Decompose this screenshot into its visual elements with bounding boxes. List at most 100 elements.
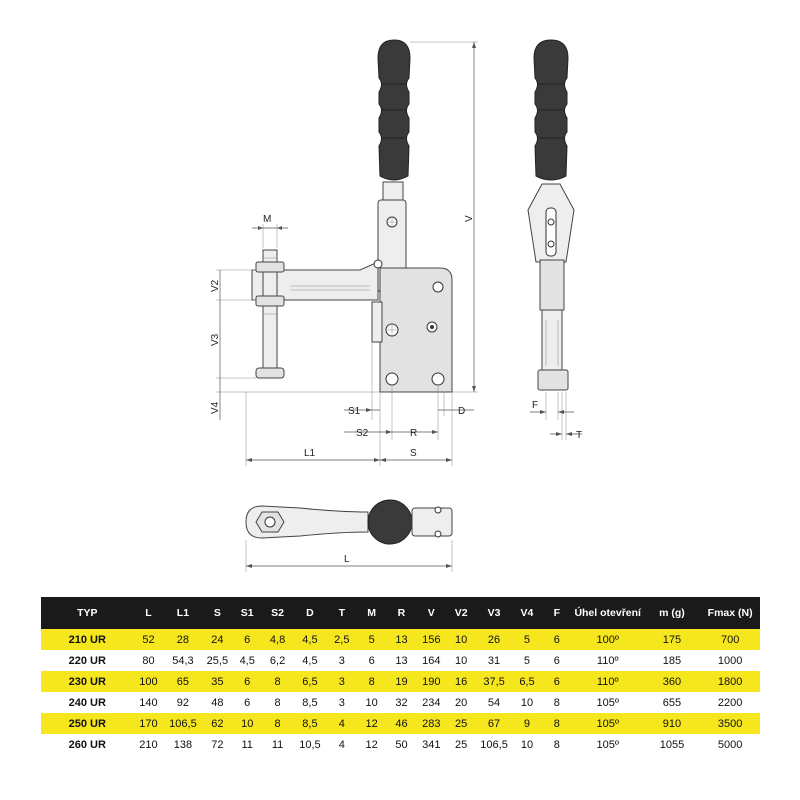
table-cell: 28	[163, 629, 203, 650]
table-cell: 25,5	[206, 654, 229, 667]
dim-label-v: V	[464, 215, 475, 222]
table-cell: 20	[455, 696, 468, 709]
table-cell: 6	[232, 671, 263, 692]
table-cell: 54	[487, 696, 501, 709]
table-cell: 10	[446, 629, 477, 650]
table-cell: 100	[133, 671, 164, 692]
table-cell: 106,5	[163, 713, 203, 734]
table-cell: 13	[386, 629, 417, 650]
table-cell: 8	[262, 671, 293, 692]
table-cell: 80	[142, 654, 155, 667]
table-cell: 48	[211, 696, 224, 709]
table-cell: 6	[244, 696, 251, 709]
table-cell-type: 210 UR	[41, 629, 134, 650]
table-cell: 13	[395, 654, 408, 667]
dim-label-s: S	[410, 448, 417, 459]
table-cell: 2200	[717, 696, 743, 709]
table-cell: 31	[487, 654, 501, 667]
table-header-cell: M	[356, 597, 387, 629]
table-cell: 8,5	[292, 713, 327, 734]
table-cell: 10	[520, 738, 534, 751]
dim-label-v2: V2	[210, 279, 221, 292]
top-handle-knob	[367, 499, 413, 545]
table-cell: 110º	[571, 671, 644, 692]
table-cell: 54,3	[172, 654, 194, 667]
table-cell: 5	[512, 629, 542, 650]
table-cell: 5	[523, 654, 531, 667]
table-header-cell: Fmax (N)	[700, 597, 760, 629]
table-cell: 1800	[700, 671, 760, 692]
side-view: F T	[527, 39, 582, 441]
table-cell: 5	[356, 629, 387, 650]
table-header-cell: V	[416, 597, 447, 629]
top-view: L	[245, 499, 453, 572]
table-cell: 105º	[571, 713, 644, 734]
dim-label-l1: L1	[304, 448, 316, 459]
table-cell: 4,5	[292, 629, 327, 650]
table-cell: 8	[541, 713, 572, 734]
table-header-cell: S2	[262, 597, 293, 629]
table-cell: 46	[386, 713, 417, 734]
front-base-plate	[379, 267, 453, 393]
table-cell: 283	[416, 713, 447, 734]
table-cell: 8	[262, 713, 293, 734]
table-cell: 10	[232, 713, 263, 734]
table-header-cell: T	[326, 597, 357, 629]
table-cell: 12	[365, 738, 378, 751]
table-cell-type: 250 UR	[41, 713, 134, 734]
table-cell: 6	[368, 654, 375, 667]
table-cell: 3	[338, 696, 345, 709]
table-header-cell: R	[386, 597, 417, 629]
table-cell: 110º	[596, 654, 619, 667]
table-cell: 170	[133, 713, 164, 734]
table-cell: 8	[553, 696, 560, 709]
table-cell: 8	[274, 696, 281, 709]
table-cell: 6	[553, 654, 560, 667]
table-cell: 65	[163, 671, 203, 692]
table-cell: 11	[241, 738, 253, 751]
dim-label-m: M	[263, 214, 271, 225]
front-view: M V2 V3 V4 V S1 S2 R D L1 S	[210, 39, 478, 466]
table-cell: 140	[139, 696, 158, 709]
table-cell: 234	[422, 696, 441, 709]
table-cell: 8,5	[302, 696, 318, 709]
table-cell: 105º	[596, 696, 619, 709]
table-cell-type: 240 UR	[68, 696, 106, 709]
table-cell: 25	[446, 713, 477, 734]
table-cell: 35	[202, 671, 233, 692]
table-header-cell: S1	[232, 597, 263, 629]
table-cell: 9	[512, 713, 542, 734]
table-cell: 6	[232, 629, 263, 650]
table-cell: 655	[662, 696, 682, 709]
table-cell: 10	[520, 696, 534, 709]
table-cell: 156	[416, 629, 447, 650]
table-cell: 3500	[700, 713, 760, 734]
table-cell: 25	[455, 738, 468, 751]
table-cell: 37,5	[476, 671, 513, 692]
table-cell: 190	[416, 671, 447, 692]
table-cell: 6,2	[269, 654, 286, 667]
table-header-cell: S	[202, 597, 233, 629]
table-cell: 4,5	[239, 654, 255, 667]
table-cell: 52	[133, 629, 164, 650]
table-cell: 6	[541, 671, 572, 692]
table-header-cell: L	[133, 597, 164, 629]
table-cell: 32	[395, 696, 408, 709]
table-cell: 105º	[596, 738, 619, 751]
dim-label-d: D	[458, 406, 465, 417]
dim-label-v4: V4	[210, 401, 221, 414]
table-cell: 360	[643, 671, 701, 692]
table-cell: 4	[338, 738, 345, 751]
dim-label-r: R	[410, 428, 417, 439]
dim-label-l: L	[344, 554, 350, 565]
table-header-cell: F	[541, 597, 572, 629]
table-cell: 12	[356, 713, 387, 734]
table-cell: 5000	[717, 738, 743, 751]
table-cell: 10	[365, 696, 378, 709]
